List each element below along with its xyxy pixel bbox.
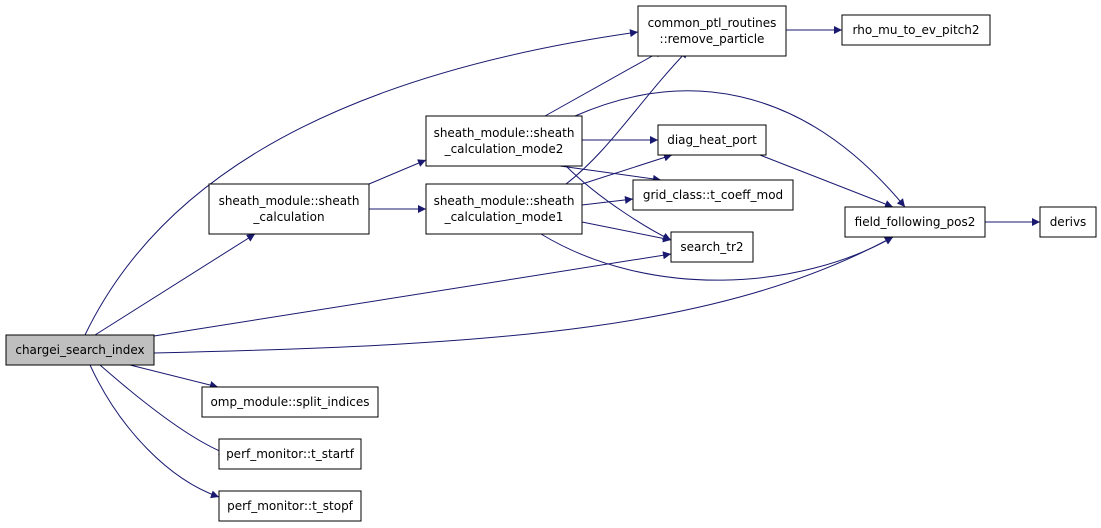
edge-chargei-to-sheath — [94, 233, 256, 336]
node-label: _calculation — [252, 210, 324, 224]
node-label: common_ptl_routines — [648, 16, 777, 30]
edge-chargei-to-ffp — [153, 236, 894, 354]
nodes: chargei_search_index sheath_module::sheat… — [5, 5, 1097, 522]
edge-mode1-to-search — [581, 221, 672, 243]
node-box — [218, 438, 362, 470]
edge-diag-to-ffp — [759, 154, 894, 208]
node-label: search_tr2 — [680, 240, 743, 254]
node-mode1[interactable]: sheath_module::sheath_calculation_mode1 — [425, 183, 583, 235]
node-label: grid_class::t_coeff_mod — [643, 188, 783, 202]
edge-mode2-to-ffp — [574, 90, 906, 208]
node-box — [1039, 206, 1097, 238]
edge-mode1-to-grid — [581, 195, 634, 206]
node-search[interactable]: search_tr2 — [670, 231, 754, 263]
edge-mode1-to-remove — [565, 49, 689, 185]
node-label: sheath_module::sheath — [434, 194, 575, 208]
node-box — [670, 231, 754, 263]
node-label: perf_monitor::t_startf — [226, 447, 355, 461]
node-sheath[interactable]: sheath_module::sheath_calculation — [208, 183, 370, 235]
node-label: perf_monitor::t_stopf — [227, 499, 354, 513]
node-box — [201, 386, 379, 418]
node-label: sheath_module::sheath — [434, 126, 575, 140]
node-box — [841, 14, 991, 46]
node-startf[interactable]: perf_monitor::t_startf — [218, 438, 362, 470]
node-rho[interactable]: rho_mu_to_ev_pitch2 — [841, 14, 991, 46]
node-stopf[interactable]: perf_monitor::t_stopf — [218, 490, 362, 522]
node-box — [425, 115, 583, 167]
node-box — [844, 206, 986, 238]
edge-mode2-to-grid — [559, 165, 662, 183]
edge-mode1-to-ffp — [540, 233, 894, 281]
edge-chargei-to-stopf — [89, 364, 220, 499]
edge-mode2-to-remove — [544, 49, 664, 117]
node-box — [425, 183, 583, 235]
node-label: _calculation_mode1 — [444, 210, 564, 224]
node-label: diag_heat_port — [667, 133, 757, 147]
node-label: rho_mu_to_ev_pitch2 — [853, 23, 980, 37]
node-box — [632, 179, 794, 211]
edge-chargei-to-omp — [129, 364, 219, 389]
node-label: sheath_module::sheath — [219, 194, 360, 208]
node-omp[interactable]: omp_module::split_indices — [201, 386, 379, 418]
node-box — [208, 183, 370, 235]
node-box — [657, 124, 767, 156]
node-ffp[interactable]: field_following_pos2 — [844, 206, 986, 238]
edge-chargei-to-startf — [99, 364, 228, 455]
node-label: _calculation_mode2 — [444, 142, 564, 156]
edges — [84, 26, 1040, 499]
node-mode2[interactable]: sheath_module::sheath_calculation_mode2 — [425, 115, 583, 167]
node-label: omp_module::split_indices — [210, 395, 369, 409]
node-box — [5, 334, 155, 366]
node-box — [218, 490, 362, 522]
node-label: ::remove_particle — [660, 32, 765, 46]
edge-chargei-to-remove — [84, 29, 639, 336]
node-chargei[interactable]: chargei_search_index — [5, 334, 155, 366]
edge-sheath-to-mode2 — [368, 159, 427, 185]
node-label: field_following_pos2 — [855, 215, 976, 229]
node-remove[interactable]: common_ptl_routines::remove_particle — [637, 5, 787, 57]
node-label: chargei_search_index — [15, 343, 144, 357]
node-derivs[interactable]: derivs — [1039, 206, 1097, 238]
node-label: derivs — [1050, 215, 1087, 229]
node-grid[interactable]: grid_class::t_coeff_mod — [632, 179, 794, 211]
node-diag[interactable]: diag_heat_port — [657, 124, 767, 156]
edge-mode1-to-diag — [581, 153, 673, 185]
edge-chargei-to-search — [153, 251, 672, 337]
node-box — [637, 5, 787, 57]
